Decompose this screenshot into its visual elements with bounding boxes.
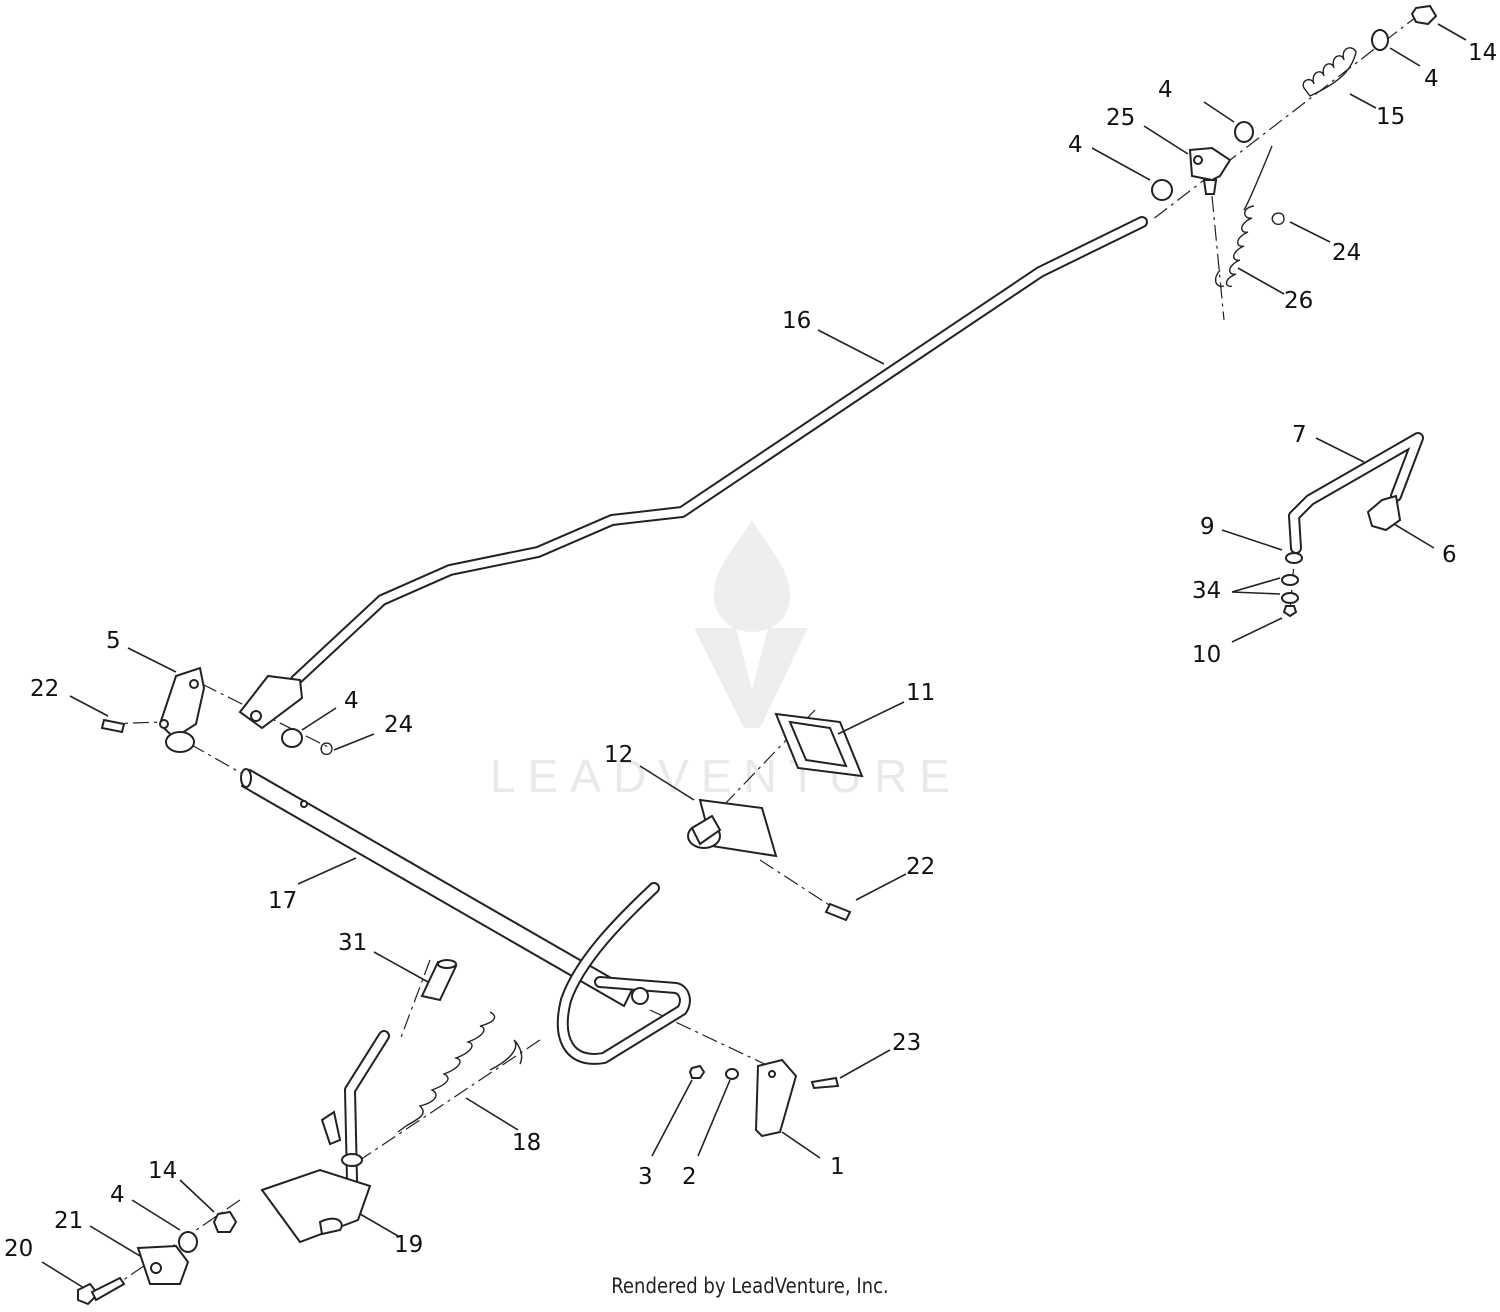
label-part-22-left: 22	[30, 676, 59, 702]
label-part-3: 3	[638, 1164, 653, 1190]
label-part-6: 6	[1442, 542, 1457, 568]
pedal-arm	[556, 882, 691, 1065]
label-part-4-e: 4	[110, 1182, 125, 1208]
label-part-24-top: 24	[1332, 240, 1361, 266]
part-26-spring	[1214, 145, 1273, 287]
part-19-lever-plate	[260, 1030, 390, 1244]
part-18-spring	[397, 1011, 523, 1133]
part-24-clips	[320, 212, 1285, 756]
label-part-9: 9	[1200, 514, 1215, 540]
label-part-31: 31	[338, 930, 367, 956]
part-11-pedal-pad	[774, 712, 864, 778]
part-21-clamp	[136, 1244, 190, 1285]
part-7-rod	[1288, 432, 1424, 554]
label-part-20: 20	[4, 1236, 33, 1262]
watermark-text: LEADVENTURE	[490, 750, 962, 802]
label-part-12: 12	[604, 742, 633, 768]
callout-labels: 14 4 15 4 25 4 24 26 16 7 9 6 34 10 5 22…	[4, 40, 1497, 1262]
washers	[178, 29, 1389, 1253]
leader-lines	[41, 23, 1467, 1289]
label-part-16: 16	[782, 308, 811, 334]
part-12-pedal-plate	[687, 798, 778, 858]
label-part-24-left: 24	[384, 712, 413, 738]
part-16-rod	[238, 216, 1148, 730]
leadventure-logo-icon	[694, 520, 808, 728]
label-part-4-c: 4	[1068, 132, 1083, 158]
render-credit: Rendered by LeadVenture, Inc.	[611, 1274, 889, 1298]
label-part-14-top: 14	[1468, 40, 1497, 66]
part-25-bracket	[1188, 146, 1232, 195]
label-part-22-mid: 22	[906, 854, 935, 880]
watermark: LEADVENTURE	[490, 520, 962, 802]
part-17-shaft	[240, 768, 634, 1008]
label-part-26: 26	[1284, 288, 1313, 314]
label-part-4-a: 4	[1424, 66, 1439, 92]
label-part-18: 18	[512, 1130, 541, 1156]
label-part-2: 2	[682, 1164, 697, 1190]
label-part-1: 1	[830, 1154, 845, 1180]
nuts	[212, 4, 1438, 1233]
label-part-10: 10	[1192, 642, 1221, 668]
label-part-14-bottom: 14	[148, 1158, 177, 1184]
part-6-knob	[1366, 494, 1402, 532]
label-part-19: 19	[394, 1232, 423, 1258]
part-15-spring	[1302, 47, 1357, 97]
label-part-7: 7	[1292, 422, 1307, 448]
label-part-17: 17	[268, 888, 297, 914]
label-part-34: 34	[1192, 578, 1221, 604]
label-part-21: 21	[54, 1208, 83, 1234]
label-part-15: 15	[1376, 104, 1405, 130]
part-31-sleeve	[420, 959, 458, 1002]
label-part-25: 25	[1106, 105, 1135, 131]
label-part-4-d: 4	[344, 688, 359, 714]
part-23-bolt	[810, 1076, 840, 1090]
label-part-23: 23	[892, 1030, 921, 1056]
part-5-lever	[158, 666, 206, 753]
label-part-11: 11	[906, 680, 935, 706]
label-part-4-b: 4	[1158, 77, 1173, 103]
part-22-pins	[100, 718, 852, 922]
label-part-5: 5	[106, 628, 121, 654]
part-20-bolt	[77, 1276, 126, 1306]
part-1-clevis	[754, 1058, 798, 1138]
